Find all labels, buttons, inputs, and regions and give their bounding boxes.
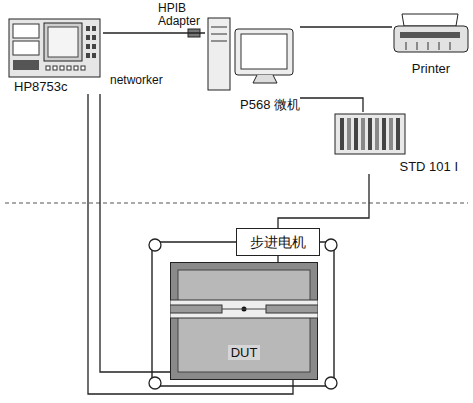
drive-belt xyxy=(152,242,334,386)
printer-drawing xyxy=(394,14,468,52)
network-analyzer: HP8753c xyxy=(8,18,103,94)
printer: Printer xyxy=(392,8,470,76)
cable xyxy=(278,174,369,228)
stepper-motor-box: 步进电机 xyxy=(236,228,320,256)
dashed-divider xyxy=(5,203,468,204)
std-controller: STD 101 I xyxy=(333,112,458,174)
cable xyxy=(277,256,278,262)
network-analyzer-drawing xyxy=(9,19,100,77)
instrument-label: networker xyxy=(110,74,163,87)
cable xyxy=(103,32,205,33)
node-label: STD 101 I xyxy=(399,159,458,174)
adapter-label: HPIB Adapter xyxy=(158,2,212,28)
node-label: P568 微机 xyxy=(240,97,300,112)
node-outline xyxy=(170,262,318,380)
pulley xyxy=(149,239,161,251)
node-label: 步进电机 xyxy=(250,235,306,250)
node-outline xyxy=(392,8,470,54)
node-label: DUT xyxy=(228,345,261,360)
node-outline xyxy=(8,18,103,78)
dut-fixture: DUT xyxy=(170,262,318,380)
node-label: HP8753c xyxy=(14,79,67,94)
node-outline xyxy=(333,112,458,156)
test-fixture xyxy=(170,263,318,380)
cable xyxy=(100,94,170,372)
std-bus-rack xyxy=(335,114,405,154)
computer-drawing xyxy=(208,18,293,90)
node-outline xyxy=(205,15,300,93)
pulley xyxy=(325,239,337,251)
cable xyxy=(300,26,392,27)
pulley xyxy=(149,377,161,389)
motor-box xyxy=(237,229,320,256)
computer: P568 微机 xyxy=(205,15,300,112)
node-label: Printer xyxy=(412,61,450,76)
pulley xyxy=(325,377,337,389)
cable xyxy=(300,98,363,112)
